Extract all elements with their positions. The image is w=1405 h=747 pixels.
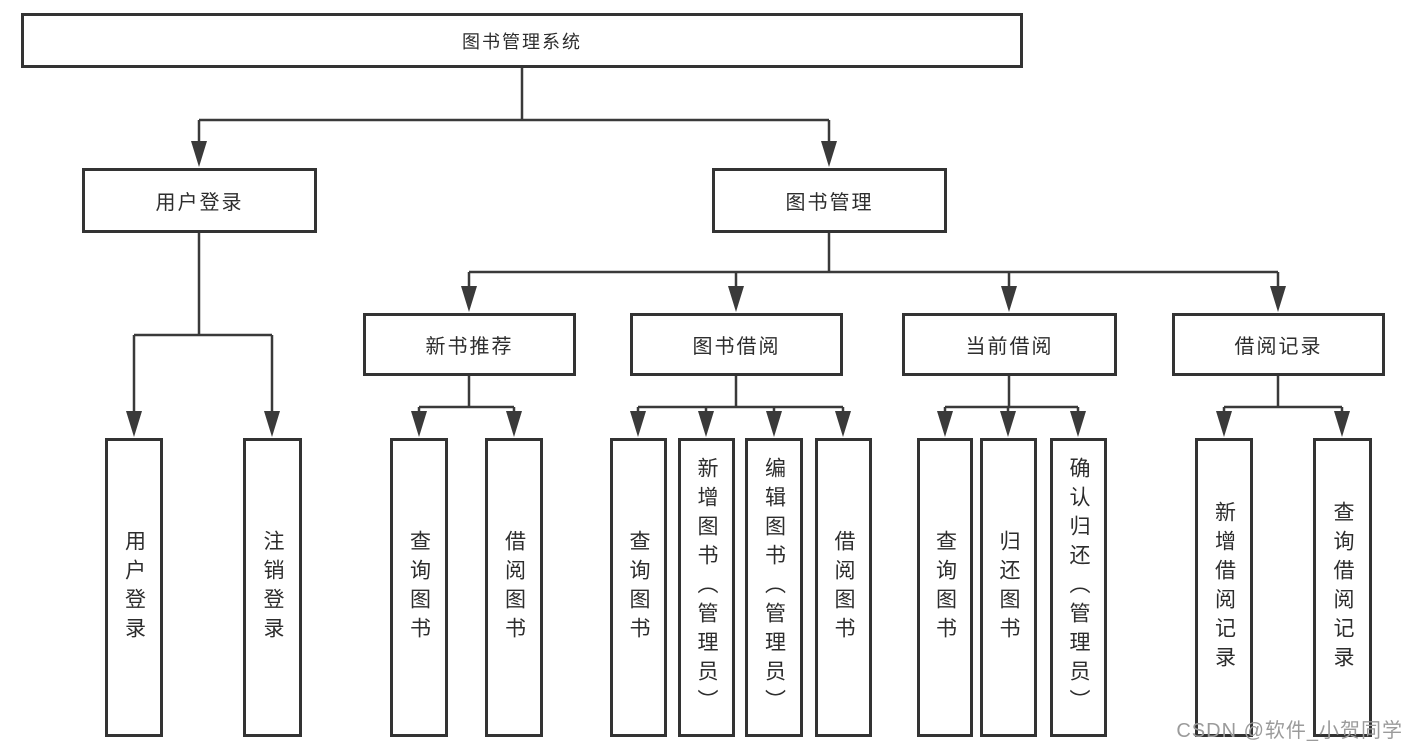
node-label: 借阅记录 <box>1234 336 1323 358</box>
csdn-watermark: CSDN @软件_小贺同学 <box>1176 720 1403 742</box>
leaf-label: 查询借阅记录 <box>1331 500 1354 675</box>
node-current-borrowing: 当前借阅 <box>902 313 1117 376</box>
node-user-login: 用户登录 <box>82 168 317 233</box>
leaf-borrow-books-recommend: 借阅图书 <box>485 438 543 737</box>
leaf-query-books-current: 查询图书 <box>917 438 973 737</box>
leaf-label: 注销登录 <box>261 529 284 646</box>
leaf-query-borrow-record: 查询借阅记录 <box>1313 438 1372 737</box>
leaf-return-book: 归还图书 <box>980 438 1037 737</box>
leaf-confirm-return-admin: 确认归还（管理员） <box>1050 438 1107 737</box>
node-label: 用户登录 <box>155 192 244 214</box>
leaf-label: 查询图书 <box>627 529 650 646</box>
node-label: 图书管理 <box>785 192 874 214</box>
leaf-add-book-admin: 新增图书（管理员） <box>678 438 735 737</box>
leaf-label: 确认归还（管理员） <box>1067 457 1090 718</box>
leaf-label: 新增图书（管理员） <box>695 457 718 718</box>
leaf-label: 借阅图书 <box>502 529 526 646</box>
node-book-borrowing: 图书借阅 <box>630 313 843 376</box>
node-borrowing-records: 借阅记录 <box>1172 313 1385 376</box>
node-new-book-recommendation: 新书推荐 <box>363 313 576 376</box>
node-label: 图书管理系统 <box>462 31 582 52</box>
node-library-management-system: 图书管理系统 <box>21 13 1023 68</box>
node-label: 新书推荐 <box>425 336 514 358</box>
leaf-label: 用户登录 <box>122 529 146 646</box>
leaf-label: 借阅图书 <box>832 529 855 646</box>
leaf-query-books-borrow: 查询图书 <box>610 438 667 737</box>
leaf-borrow-books: 借阅图书 <box>815 438 872 737</box>
leaf-label: 查询图书 <box>407 529 431 646</box>
connector-arrowheads <box>126 141 1350 437</box>
node-label: 当前借阅 <box>965 336 1054 358</box>
leaf-label: 归还图书 <box>997 529 1020 646</box>
node-book-management: 图书管理 <box>712 168 947 233</box>
leaf-query-books-recommend: 查询图书 <box>390 438 448 737</box>
leaf-edit-book-admin: 编辑图书（管理员） <box>745 438 803 737</box>
leaf-label: 查询图书 <box>933 529 957 646</box>
leaf-logout: 注销登录 <box>243 438 302 737</box>
leaf-label: 新增借阅记录 <box>1212 500 1236 675</box>
leaf-add-borrow-record: 新增借阅记录 <box>1195 438 1253 737</box>
leaf-user-login: 用户登录 <box>105 438 163 737</box>
leaf-label: 编辑图书（管理员） <box>762 457 786 718</box>
node-label: 图书借阅 <box>692 336 781 358</box>
